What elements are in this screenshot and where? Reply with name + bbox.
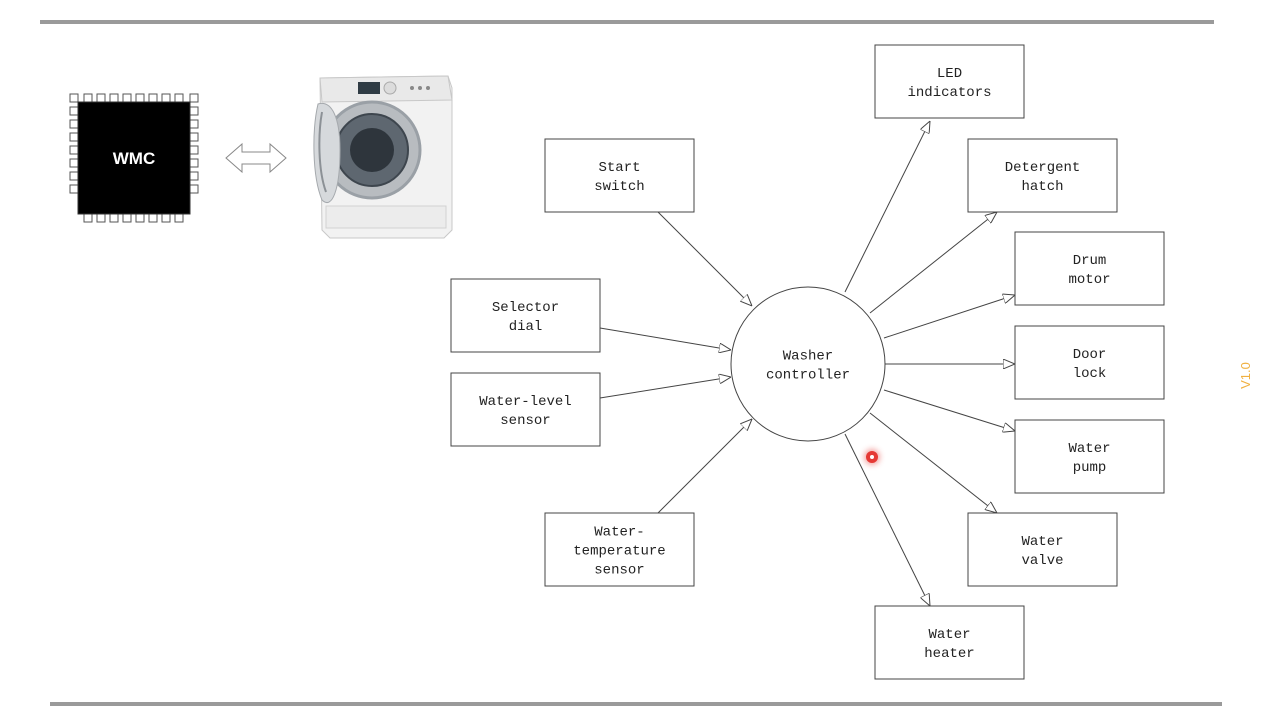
water-temperature-sensor-connector bbox=[657, 419, 752, 514]
water-level-sensor-connector bbox=[599, 377, 731, 399]
led-indicators-connector bbox=[844, 121, 930, 293]
selector-dial-connector bbox=[599, 327, 731, 350]
cursor-pointer bbox=[866, 451, 878, 463]
chip-label: WMC bbox=[113, 149, 155, 168]
start-switch-connector bbox=[657, 211, 752, 306]
version-label: V1.0 bbox=[1237, 362, 1253, 389]
bottom-divider bbox=[50, 702, 1222, 706]
water-heater-connector bbox=[844, 433, 930, 606]
washing-machine-image bbox=[313, 75, 453, 239]
top-divider bbox=[40, 20, 1214, 24]
drum-motor-connector bbox=[883, 295, 1015, 339]
water-valve-connector bbox=[869, 412, 997, 513]
wmc-chip: WMC bbox=[69, 93, 199, 223]
detergent-hatch-connector bbox=[869, 212, 997, 314]
water-pump-connector bbox=[883, 389, 1015, 431]
bidirectional-arrow-icon bbox=[225, 142, 287, 174]
